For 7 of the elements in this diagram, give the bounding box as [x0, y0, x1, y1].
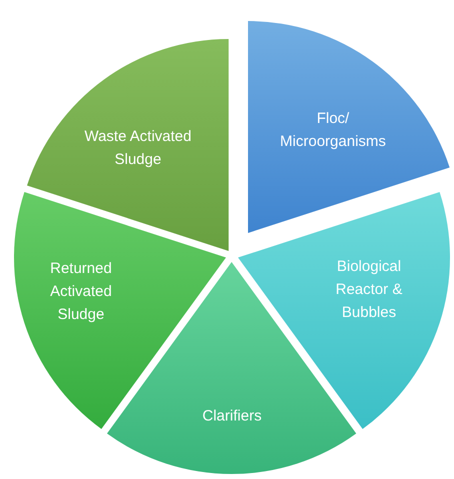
segment-label: Returned Activated Sludge — [49, 259, 113, 326]
segment-label: Clarifiers — [201, 406, 263, 426]
pie-segment — [26, 39, 228, 252]
segment-label: Biological Reactor & Bubbles — [334, 257, 404, 324]
segment-label: Waste Activated Sludge — [83, 126, 192, 170]
pie-segment — [248, 21, 450, 234]
segment-label: Floc/ Microorganisms — [279, 108, 387, 152]
